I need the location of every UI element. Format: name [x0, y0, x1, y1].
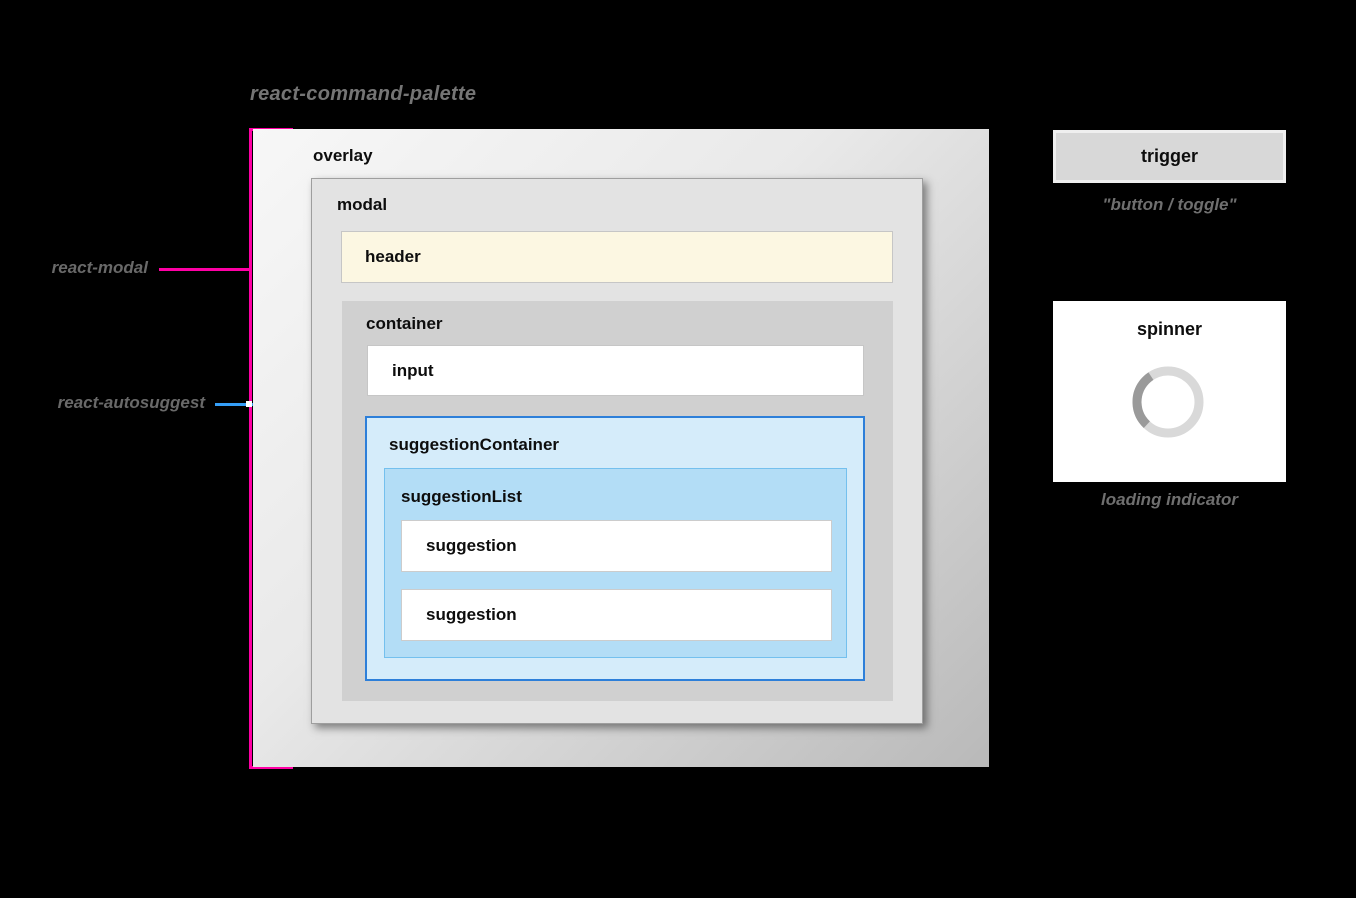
- modal-box: modal header container input suggestionC…: [311, 178, 923, 724]
- suggestion-list-box: suggestionList suggestion suggestion: [384, 468, 847, 658]
- trigger-label: trigger: [1140, 146, 1198, 166]
- header-label: header: [365, 247, 421, 266]
- connector-cross-dot: [246, 401, 252, 407]
- spinner-caption: loading indicator: [1101, 490, 1238, 509]
- suggestion-box: suggestion: [401, 589, 832, 641]
- suggestion-box: suggestion: [401, 520, 832, 572]
- modal-label: modal: [337, 195, 388, 214]
- suggestion-container-label: suggestionContainer: [389, 435, 560, 454]
- react-modal-connector-line: [159, 268, 250, 271]
- react-modal-label: react-modal: [51, 258, 148, 277]
- suggestion-list-label: suggestionList: [401, 487, 522, 506]
- suggestion-label: suggestion: [426, 605, 517, 624]
- input-box: input: [367, 345, 864, 396]
- spinner-icon: [1132, 366, 1204, 438]
- trigger-box: trigger: [1053, 130, 1286, 183]
- spinner-box: spinner: [1053, 301, 1286, 482]
- overlay-label: overlay: [313, 146, 373, 165]
- input-label: input: [392, 360, 434, 380]
- suggestion-container-box: suggestionContainer suggestionList sugge…: [365, 416, 865, 681]
- diagram-title: react-command-palette: [250, 83, 477, 105]
- suggestion-label: suggestion: [426, 536, 517, 555]
- header-box: header: [341, 231, 893, 283]
- react-autosuggest-connector-line: [215, 403, 271, 406]
- container-label: container: [366, 314, 443, 333]
- container-box: container input suggestionContainer sugg…: [342, 301, 893, 701]
- trigger-caption: "button / toggle": [1102, 195, 1237, 214]
- spinner-label: spinner: [1136, 319, 1202, 339]
- react-autosuggest-label: react-autosuggest: [57, 393, 205, 412]
- overlay-box: overlay modal header container input sug…: [253, 129, 989, 767]
